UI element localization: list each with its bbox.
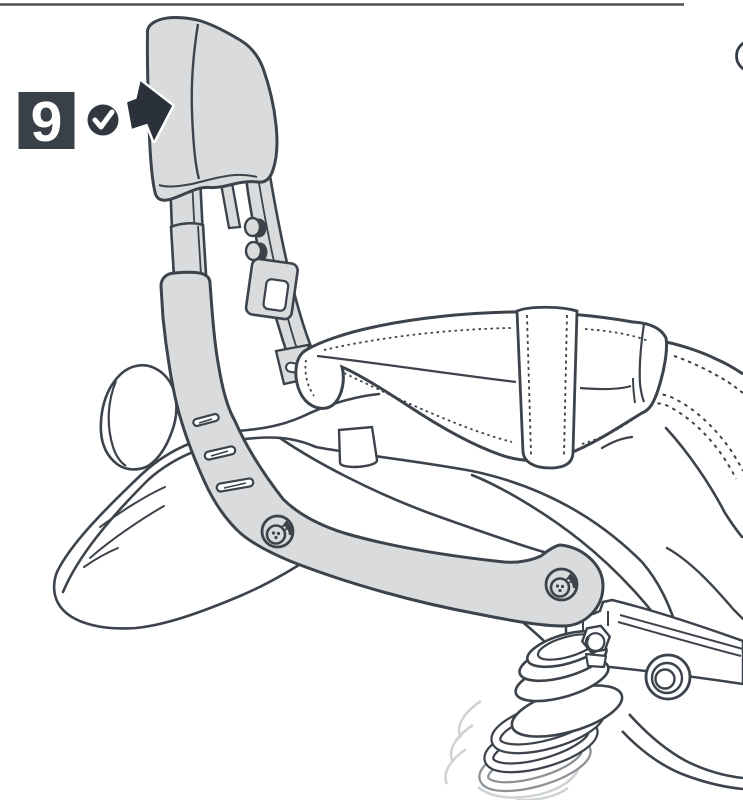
svg-text:9: 9 — [31, 90, 63, 154]
